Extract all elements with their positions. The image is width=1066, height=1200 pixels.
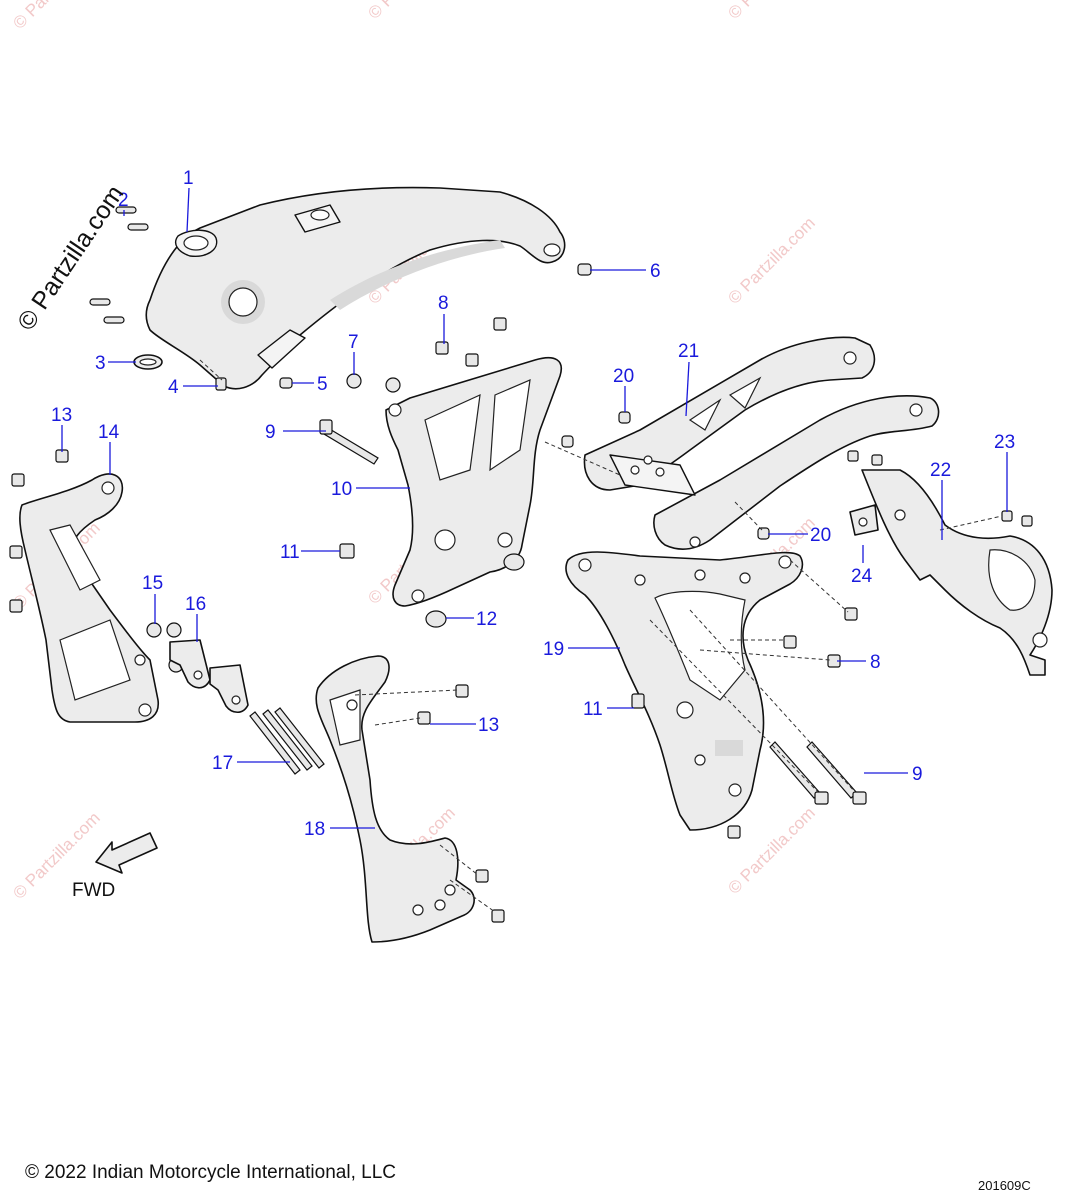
callout-15: 15	[142, 573, 163, 594]
callout-8: 8	[438, 293, 449, 314]
callout-7: 7	[348, 332, 359, 353]
callout-18: 18	[304, 819, 325, 840]
callout-10: 10	[331, 479, 352, 500]
callout-24: 24	[851, 566, 873, 587]
part-4-fitting	[215, 377, 227, 391]
part-13-bolts-center	[417, 684, 505, 923]
callout-labels: 1 2 3 4 5 6 7 8 9 10 11 12 13 14 15 16 1…	[51, 168, 1015, 840]
watermark: © Partzilla.com	[724, 0, 818, 23]
callout-11: 11	[280, 542, 300, 563]
part-16-brackets	[169, 639, 249, 714]
callout-13: 13	[51, 405, 72, 426]
part-3-seal	[133, 354, 163, 370]
fwd-label: FWD	[72, 880, 116, 901]
watermark: © Partzilla.com	[9, 0, 103, 33]
callout-8-lower: 8	[870, 652, 881, 673]
part-2-pins	[89, 206, 149, 324]
callout-17: 17	[212, 753, 233, 774]
part-13-bolts-left	[9, 449, 69, 613]
part-7-nut	[346, 373, 401, 393]
part-19-lower-bracket	[565, 551, 804, 831]
callout-23: 23	[994, 432, 1015, 453]
callout-6: 6	[650, 261, 661, 282]
part-22-rear-fender-bracket	[861, 469, 1053, 676]
part-12-washers	[425, 553, 525, 628]
callout-14: 14	[98, 422, 120, 443]
part-23-bolts	[847, 450, 1033, 527]
part-21-rear-subframe	[583, 336, 940, 550]
watermark: © Partzilla.com	[724, 803, 818, 897]
part-24-clip	[849, 504, 879, 536]
fwd-arrow-icon	[95, 832, 158, 874]
watermark: © Partzilla.com	[724, 213, 818, 307]
callout-22: 22	[930, 460, 951, 481]
drawing-number: 201609C	[978, 1178, 1031, 1193]
callout-9: 9	[265, 422, 276, 443]
copyright-notice: © 2022 Indian Motorcycle International, …	[25, 1162, 396, 1183]
part-1-main-frame	[145, 186, 566, 390]
part-5-nut	[279, 377, 293, 389]
callout-19: 19	[543, 639, 564, 660]
callout-12: 12	[476, 609, 497, 630]
part-11-bolt	[339, 543, 355, 559]
callout-16: 16	[185, 594, 206, 615]
part-8-bolts-upper	[435, 317, 507, 367]
part-14-front-bracket	[19, 473, 160, 723]
part-8-bolts-lower	[783, 607, 858, 668]
callout-9-lower: 9	[912, 764, 923, 785]
callout-5: 5	[317, 374, 328, 395]
watermark: © Partzilla.com	[364, 0, 458, 23]
callout-2: 2	[118, 190, 129, 211]
callout-13-center: 13	[478, 715, 499, 736]
callout-11-lower: 11	[583, 699, 603, 720]
leader-lines	[61, 187, 1008, 829]
part-10-center-bracket	[385, 356, 562, 607]
callout-4: 4	[168, 377, 179, 398]
part-17-long-bolts	[249, 707, 325, 775]
part-11-bolts-lower	[631, 693, 741, 839]
part-18-down-bracket	[315, 655, 475, 943]
assembly-lines	[199, 359, 1003, 913]
callout-21: 21	[678, 341, 699, 362]
callout-1: 1	[183, 168, 194, 189]
part-9-long-bolt	[319, 419, 379, 465]
callout-20-lower: 20	[810, 525, 831, 546]
callout-3: 3	[95, 353, 106, 374]
callout-20: 20	[613, 366, 634, 387]
part-6-nut	[577, 263, 592, 276]
